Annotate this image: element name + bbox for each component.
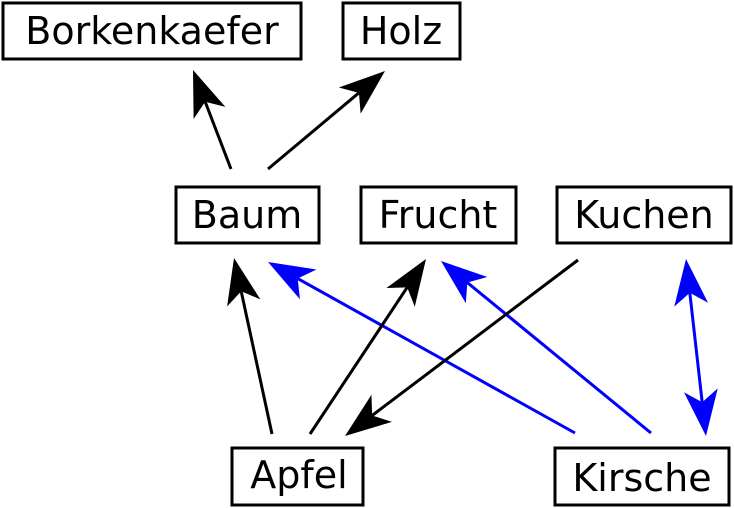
- edge-kuchen-to-apfel: [371, 258, 579, 417]
- edge-baum-to-borkenkaefer-arrowhead: [193, 70, 226, 120]
- edge-kirsche-to-kuchen: [688, 292, 704, 403]
- edge-kirsche-to-frucht-arrowhead: [441, 261, 488, 304]
- node-frucht-box: [359, 185, 518, 245]
- edge-apfel-to-baum: [239, 290, 274, 435]
- node-baum-label: Baum: [192, 193, 302, 237]
- node-kuchen-box: [555, 185, 733, 245]
- node-kuchen: Kuchen: [555, 185, 733, 245]
- node-kirsche-label: Kirsche: [572, 456, 711, 500]
- edge-baum-to-borkenkaefer: [203, 101, 233, 170]
- edges-layer: [193, 70, 718, 436]
- edge-baum-to-holz-arrowhead: [338, 71, 385, 114]
- node-apfel-box: [230, 446, 365, 507]
- node-baum: Baum: [174, 185, 321, 245]
- edge-apfel-to-frucht-arrowhead: [386, 259, 426, 307]
- node-holz: Holz: [341, 1, 462, 61]
- node-kirsche-box: [553, 446, 731, 507]
- node-kirsche: Kirsche: [553, 446, 731, 507]
- node-apfel-label: Apfel: [250, 453, 347, 497]
- edge-kirsche-to-kuchen-arrowhead-start: [683, 388, 718, 436]
- edge-apfel-to-frucht: [308, 286, 409, 435]
- node-apfel: Apfel: [230, 446, 365, 507]
- node-borkenkaefer-box: [1, 1, 303, 61]
- node-kuchen-label: Kuchen: [574, 193, 714, 237]
- edge-kirsche-to-kuchen-arrowhead: [674, 259, 709, 307]
- edge-baum-to-holz: [267, 91, 360, 171]
- node-frucht: Frucht: [359, 185, 518, 245]
- edge-kirsche-to-baum: [296, 277, 576, 435]
- edge-apfel-to-baum-arrowhead: [227, 258, 261, 307]
- node-baum-box: [174, 185, 321, 245]
- node-frucht-label: Frucht: [379, 193, 498, 237]
- node-borkenkaefer-label: Borkenkaefer: [25, 9, 279, 53]
- node-holz-label: Holz: [360, 9, 442, 53]
- node-borkenkaefer: Borkenkaefer: [1, 1, 303, 61]
- edge-kuchen-to-apfel-arrowhead: [345, 394, 392, 436]
- node-holz-box: [341, 1, 462, 61]
- edge-kirsche-to-frucht: [466, 281, 652, 435]
- edge-kirsche-to-baum-arrowhead: [268, 262, 317, 300]
